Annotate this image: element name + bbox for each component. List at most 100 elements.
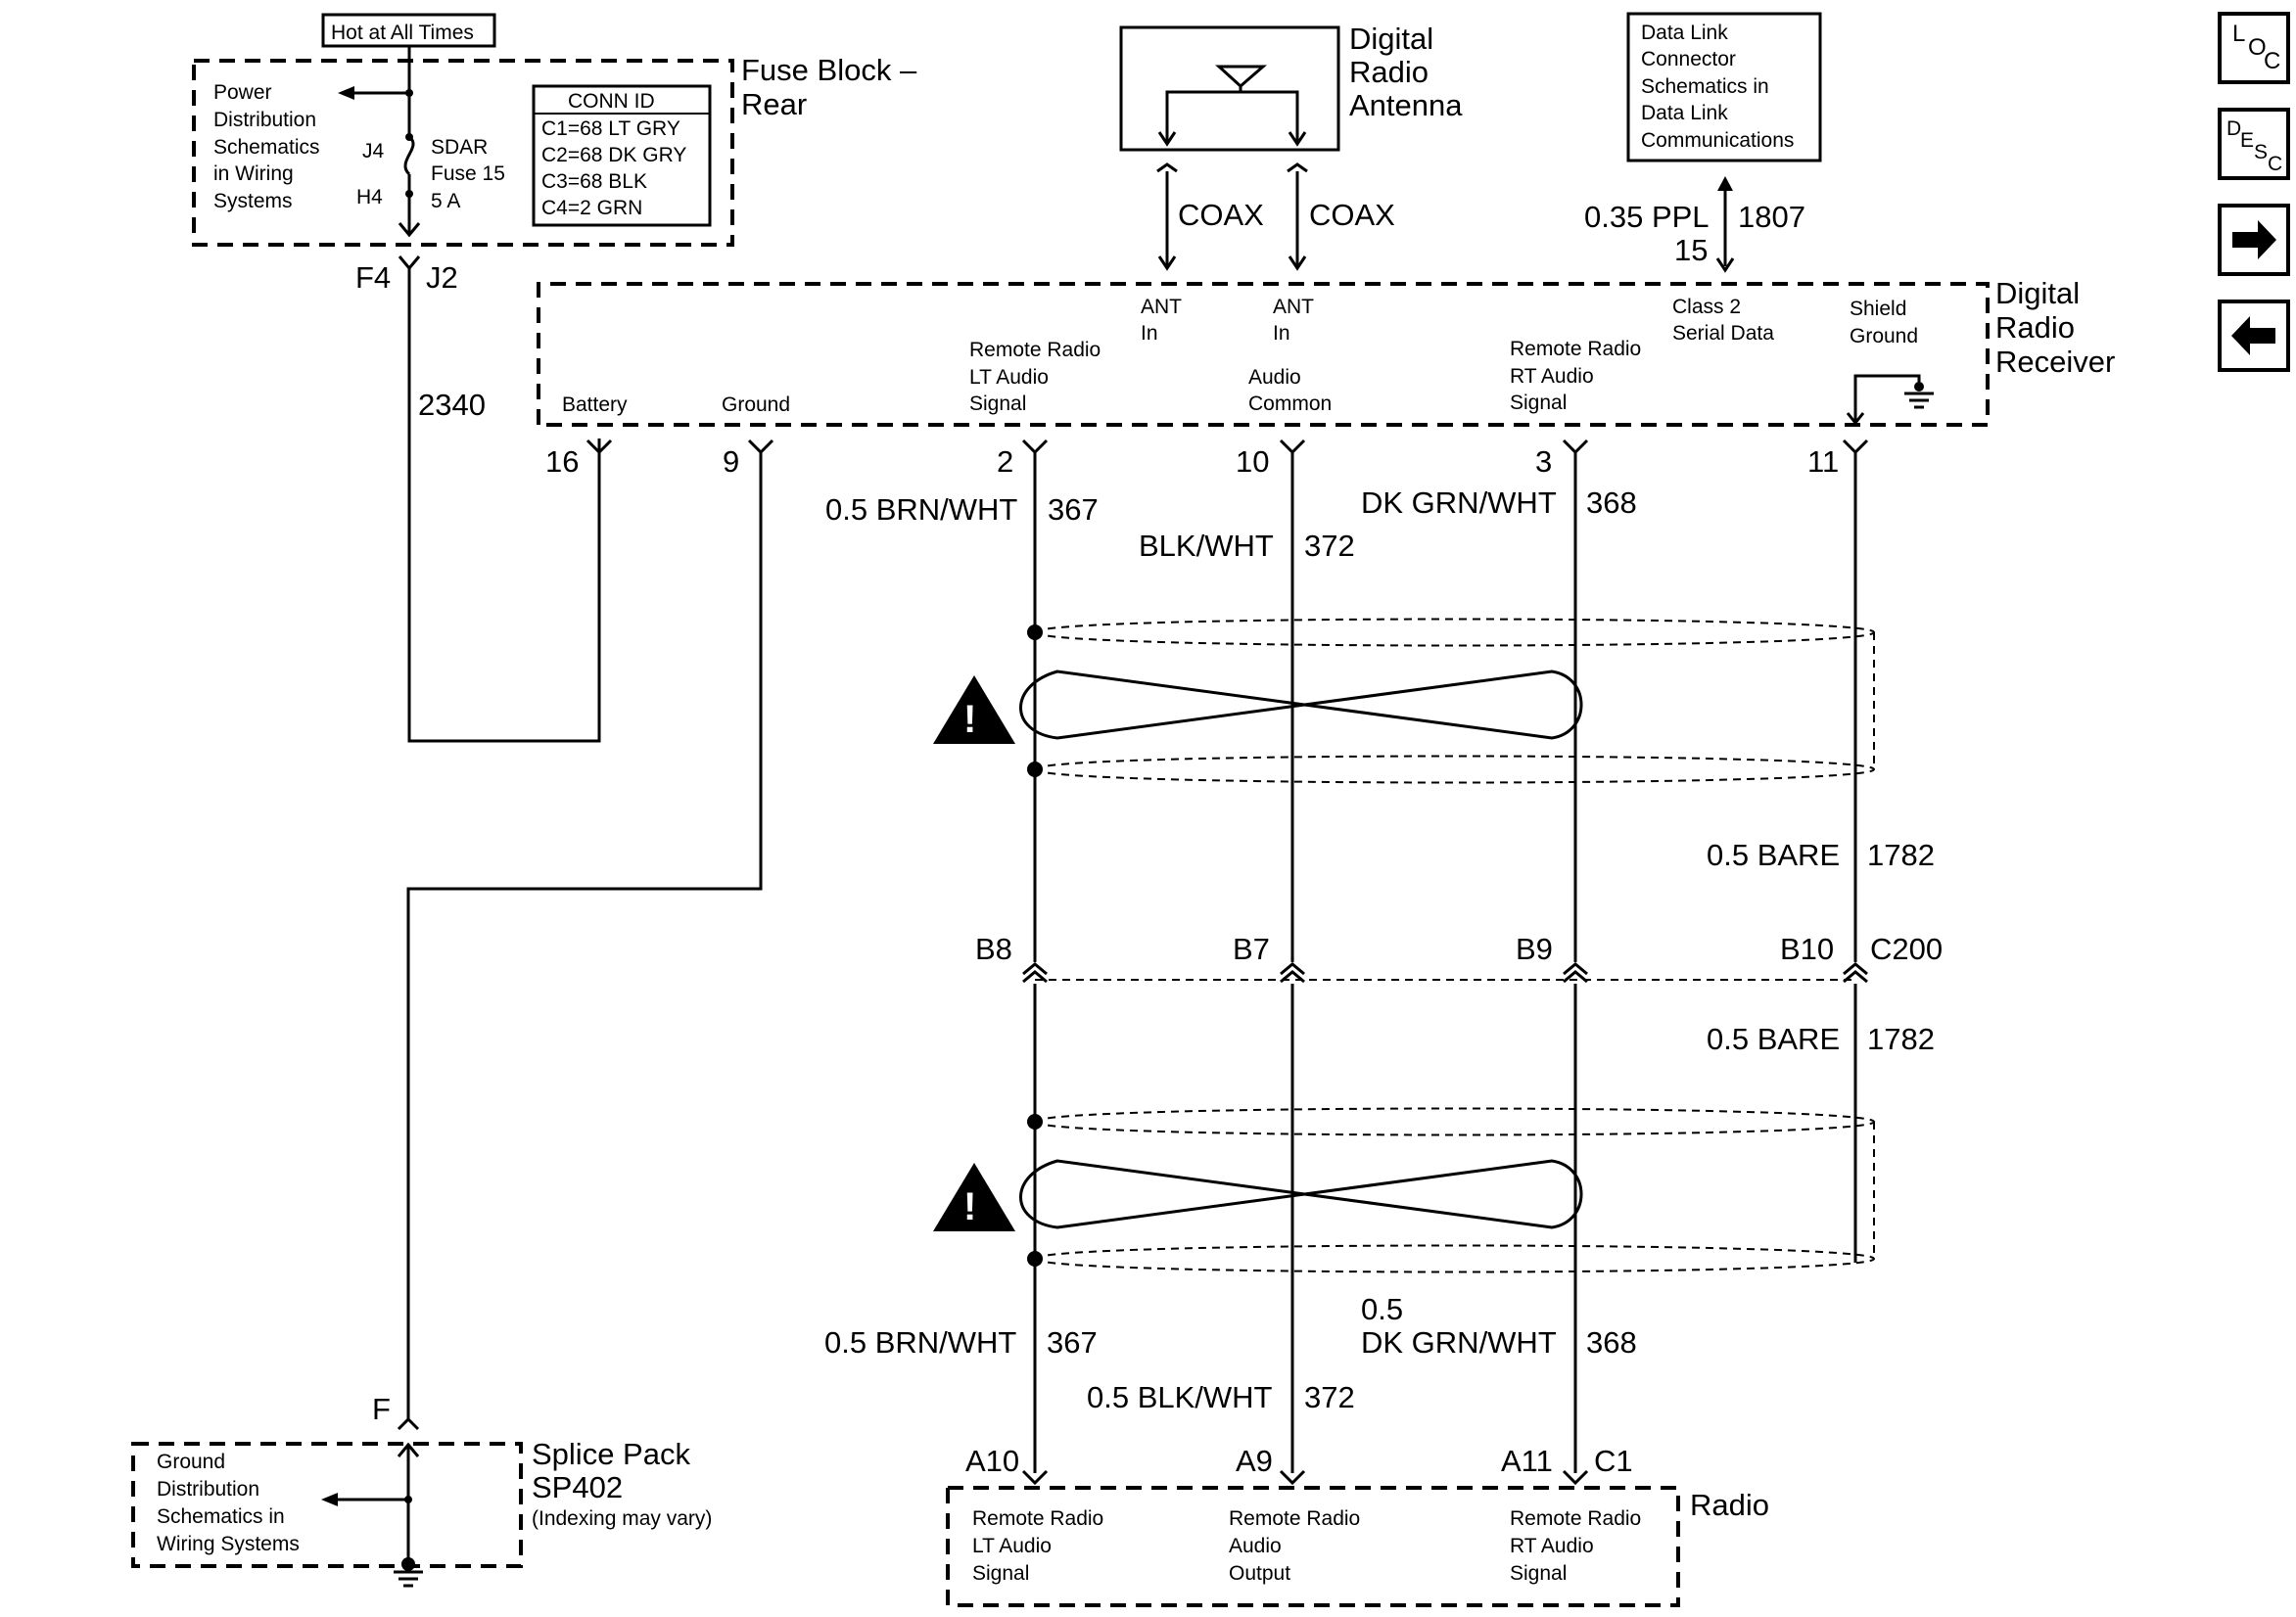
next-button[interactable] — [2218, 204, 2290, 276]
dlc-wire-gauge: 0.35 PPL — [1584, 200, 1710, 234]
splice-id: SP402 — [532, 1470, 623, 1504]
conn-id-c3: C3=68 BLK — [541, 170, 647, 193]
wire-2340 — [407, 268, 601, 743]
splice-pack: F Ground Distribution Schematics in Wiri… — [131, 1392, 712, 1588]
splice-pin-f: F — [372, 1392, 391, 1426]
coax-right: COAX — [1309, 198, 1395, 232]
lower-brn-circuit: 367 — [1047, 1325, 1098, 1360]
c200-bare: 0.5 BARE — [1707, 1022, 1840, 1056]
receiver-title-3: Receiver — [1995, 345, 2115, 379]
label-rt-audio-1: Remote Radio — [1510, 338, 1641, 360]
desc-c: C — [2268, 153, 2282, 175]
antenna-box — [1119, 25, 1340, 152]
label-shield-1: Shield — [1850, 298, 1906, 320]
upper-bare-circuit: 1782 — [1867, 838, 1935, 872]
svg-text:!: ! — [963, 1185, 976, 1228]
label-ground: Ground — [722, 393, 790, 416]
radio-pin-c1: C1 — [1594, 1444, 1633, 1478]
fuse-icon — [403, 135, 415, 176]
radio-lt-2: LT Audio — [972, 1535, 1052, 1557]
radio-rt-1: Remote Radio — [1510, 1507, 1641, 1530]
receiver-title-2: Radio — [1995, 310, 2075, 345]
antenna-icon — [1215, 65, 1268, 89]
c200-name: C200 — [1870, 932, 1943, 966]
ground-ref-4: Wiring Systems — [157, 1533, 300, 1555]
radio-lt-3: Signal — [972, 1562, 1029, 1585]
label-ant-in-2: ANT — [1273, 296, 1314, 318]
antenna-title-3: Antenna — [1349, 88, 1463, 122]
upper-grn-circuit: 368 — [1586, 485, 1637, 520]
label-lt-audio-3: Signal — [969, 393, 1026, 415]
power-ref-1: Power — [213, 81, 272, 104]
radio-pin-a11: A11 — [1501, 1444, 1553, 1478]
pin-10: 10 — [1236, 444, 1269, 479]
pin-f4: F4 — [355, 260, 391, 295]
receiver-title-1: Digital — [1995, 276, 2080, 310]
lower-grn-gauge: 0.5 — [1361, 1292, 1403, 1326]
twisted-shield-upper: ! — [933, 618, 1875, 784]
caution-icon — [933, 675, 1015, 744]
radio-pin-a9: A9 — [1236, 1444, 1273, 1478]
wire-ground — [406, 452, 763, 1419]
splice-note: (Indexing may vary) — [532, 1507, 712, 1530]
ground-ref-2: Distribution — [157, 1478, 259, 1501]
antenna-title-2: Radio — [1349, 55, 1429, 89]
dlc-line-4: Data Link — [1641, 102, 1728, 124]
dlc-wire-circuit: 1807 — [1738, 200, 1805, 234]
label-audio-common-2: Common — [1248, 393, 1332, 415]
pin-9: 9 — [723, 444, 739, 479]
c200-b8: B8 — [975, 932, 1012, 966]
label-rt-audio-3: Signal — [1510, 392, 1567, 414]
desc-button[interactable]: D E S C — [2218, 108, 2290, 180]
conn-id-c1: C1=68 LT GRY — [541, 117, 680, 140]
pin-h4: H4 — [356, 186, 383, 208]
lower-blk: 0.5 BLK/WHT — [1087, 1380, 1273, 1414]
lower-grn: DK GRN/WHT — [1361, 1325, 1557, 1360]
pin-2: 2 — [997, 444, 1013, 479]
radio-rt-3: Signal — [1510, 1562, 1567, 1585]
fuse-block-outline — [192, 59, 734, 247]
fuse-number: Fuse 15 — [431, 162, 505, 185]
data-link-ref: Data Link Connector Schematics in Data L… — [1584, 12, 1822, 273]
radio-outline — [946, 1486, 1680, 1607]
svg-text:!: ! — [963, 698, 976, 741]
fuse-rating: 5 A — [431, 190, 460, 212]
power-ref-5: Systems — [213, 190, 293, 212]
label-shield-2: Ground — [1850, 325, 1918, 347]
loc-l: L — [2232, 21, 2245, 47]
conn-id-table — [532, 84, 712, 227]
label-rt-audio-2: RT Audio — [1510, 365, 1594, 388]
loc-button[interactable]: L O C — [2218, 12, 2290, 84]
loc-o: O — [2248, 34, 2267, 61]
dlc-line-1: Data Link — [1641, 22, 1728, 44]
caution-icon — [933, 1163, 1015, 1231]
upper-grn: DK GRN/WHT — [1361, 485, 1557, 520]
power-ref-4: in Wiring — [213, 162, 294, 185]
radio-rt-2: RT Audio — [1510, 1535, 1594, 1557]
antenna: Digital Radio Antenna COAX COAX — [1119, 22, 1463, 271]
audio-wires — [1033, 452, 1857, 1473]
power-ref-2: Distribution — [213, 109, 316, 131]
label-lt-audio-2: LT Audio — [969, 366, 1049, 389]
c200-b9: B9 — [1516, 932, 1553, 966]
back-button[interactable] — [2218, 300, 2290, 372]
circuit-2340: 2340 — [418, 388, 486, 422]
arrow-right-icon — [2232, 220, 2276, 259]
lower-brn: 0.5 BRN/WHT — [824, 1325, 1016, 1360]
receiver-outline — [537, 282, 1990, 427]
fuse-block: Hot at All Times Fuse Block – Rear Power… — [192, 13, 917, 422]
radio-title: Radio — [1690, 1488, 1769, 1522]
radio-out-3: Output — [1229, 1562, 1290, 1585]
c200-b10: B10 — [1780, 932, 1834, 966]
splice-outline — [131, 1442, 523, 1568]
conn-id-c4: C4=2 GRN — [541, 197, 642, 219]
arrow-up-icon — [1717, 176, 1733, 191]
dlc-line-2: Connector — [1641, 48, 1736, 70]
power-ref-3: Schematics — [213, 136, 320, 159]
c200-bare-circuit: 1782 — [1867, 1022, 1935, 1056]
label-class2-2: Serial Data — [1672, 322, 1774, 345]
pin-j4: J4 — [362, 140, 385, 162]
radio-pin-a10: A10 — [965, 1444, 1019, 1478]
desc-d: D — [2226, 117, 2241, 140]
